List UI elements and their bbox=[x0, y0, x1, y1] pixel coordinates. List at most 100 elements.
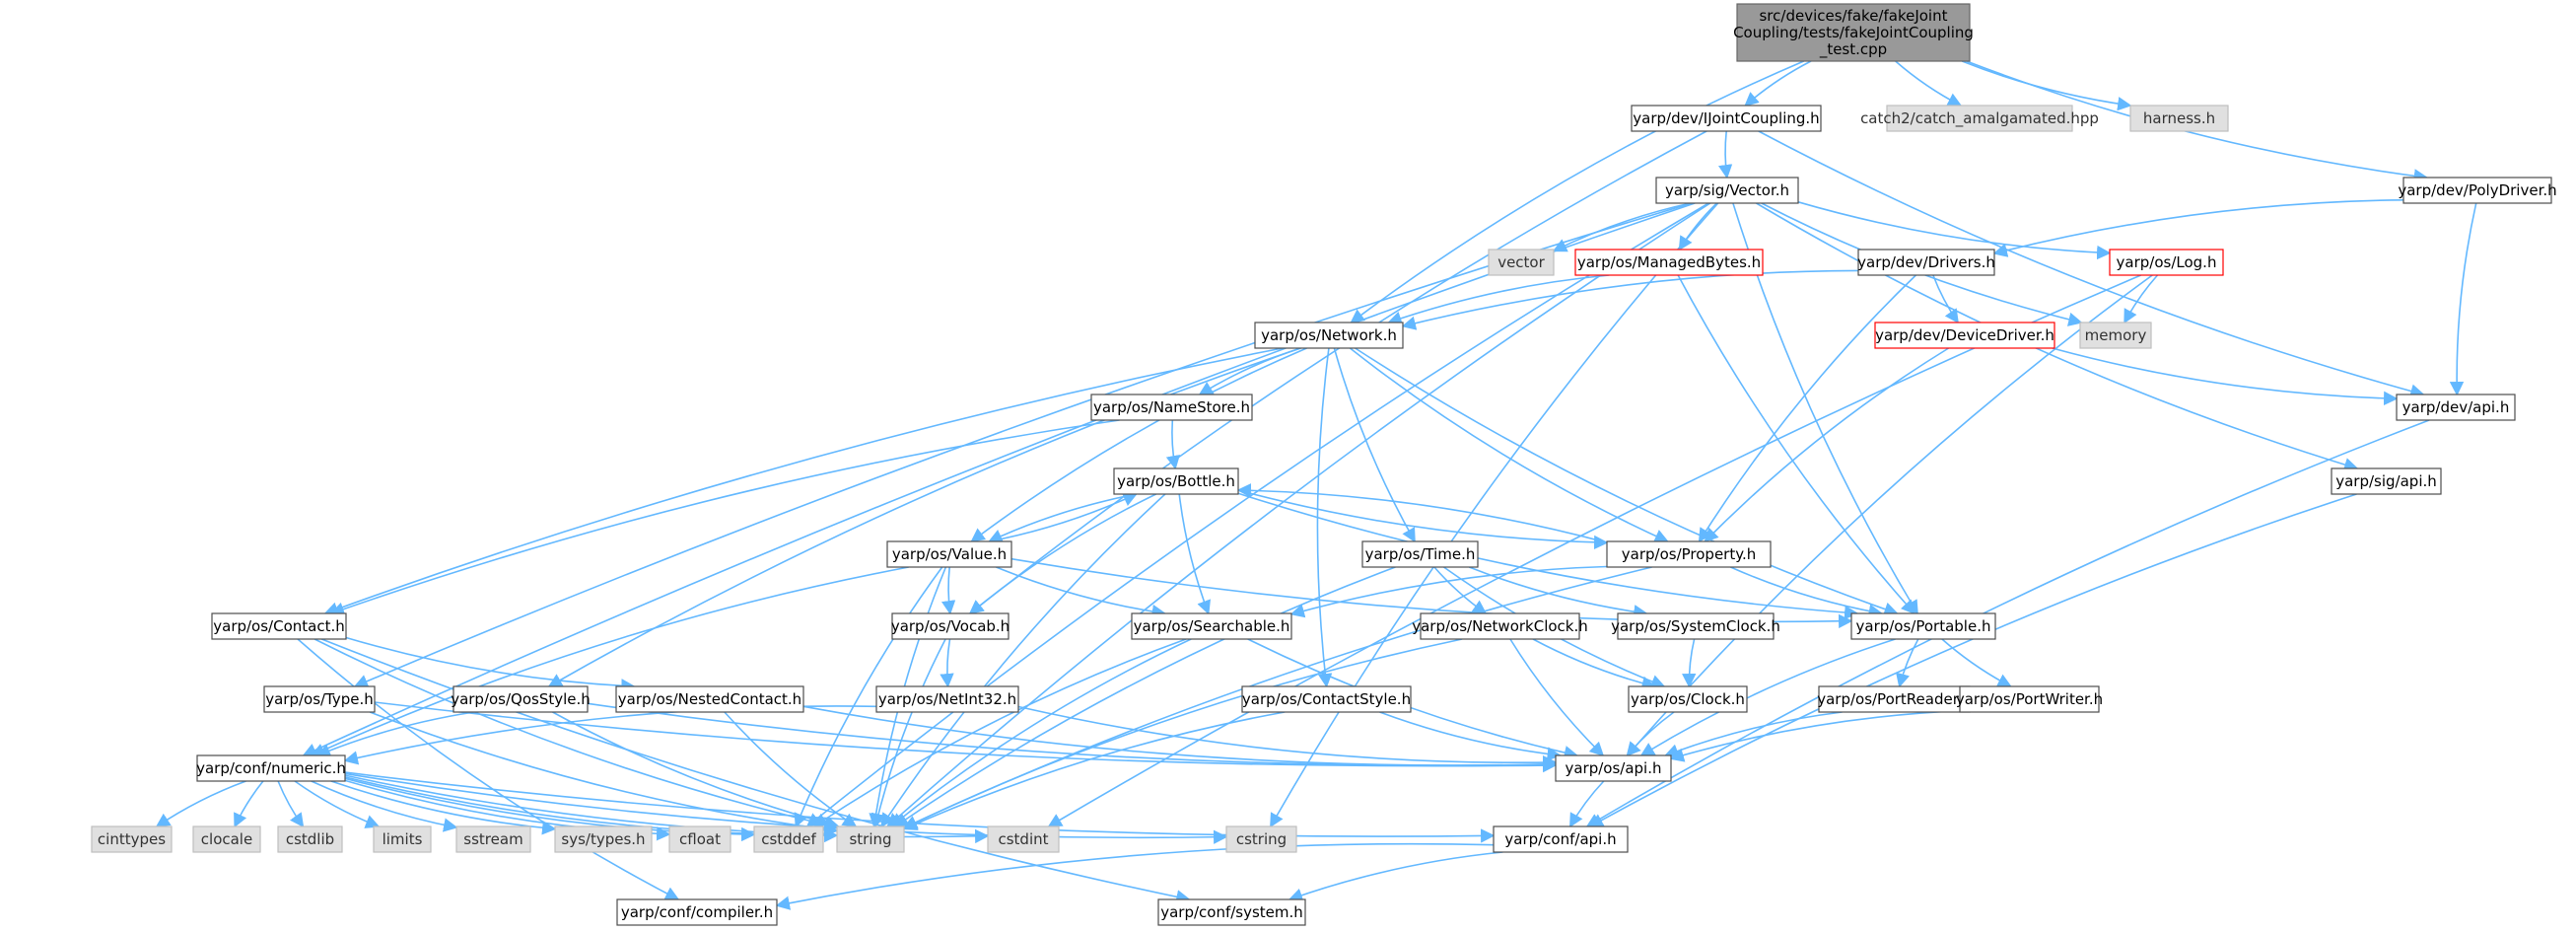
node-cstddef: cstddef bbox=[753, 825, 824, 853]
edge-value-to-vocab bbox=[940, 566, 956, 615]
node-box bbox=[1631, 105, 1822, 132]
node-osapi[interactable]: yarp/os/api.h bbox=[1555, 754, 1672, 782]
edge-contactstyle-to-osapi bbox=[1379, 711, 1562, 761]
node-confapi[interactable]: yarp/conf/api.h bbox=[1493, 825, 1629, 853]
node-polydriver[interactable]: yarp/dev/PolyDriver.h bbox=[2398, 177, 2557, 204]
node-label: sys/types.h bbox=[561, 830, 645, 848]
node-label: yarp/conf/compiler.h bbox=[621, 903, 773, 921]
edge-network-to-time bbox=[1333, 347, 1416, 543]
node-box bbox=[1818, 685, 1971, 713]
edge-numeric-to-clocale bbox=[234, 780, 264, 828]
edge-netint32-to-osapi bbox=[1017, 705, 1558, 770]
edge-property-to-bottle bbox=[1236, 483, 1608, 543]
edge-time-to-systemclock bbox=[1469, 566, 1648, 619]
node-harness: harness.h bbox=[2129, 105, 2229, 132]
node-searchable[interactable]: yarp/os/Searchable.h bbox=[1131, 612, 1292, 640]
edge-numeric-to-limits bbox=[294, 780, 381, 828]
node-box bbox=[836, 825, 905, 853]
node-networkclock[interactable]: yarp/os/NetworkClock.h bbox=[1412, 612, 1588, 640]
node-box bbox=[2079, 322, 2152, 349]
node-label: yarp/dev/api.h bbox=[2402, 398, 2510, 416]
node-nestedcontact[interactable]: yarp/os/NestedContact.h bbox=[615, 685, 804, 713]
node-network[interactable]: yarp/os/Network.h bbox=[1254, 322, 1404, 349]
node-box bbox=[668, 825, 731, 853]
node-portreader[interactable]: yarp/os/PortReader.h bbox=[1817, 685, 1972, 713]
node-label: yarp/os/Log.h bbox=[2117, 253, 2217, 271]
node-label: string bbox=[849, 830, 891, 848]
edge-contact-to-nestedcontact bbox=[345, 636, 636, 693]
edge-portable-to-portreader bbox=[1896, 638, 1919, 688]
node-ostype[interactable]: yarp/os/Type.h bbox=[263, 685, 376, 713]
node-contactstyle[interactable]: yarp/os/ContactStyle.h bbox=[1241, 685, 1412, 713]
node-qosstyle[interactable]: yarp/os/QosStyle.h bbox=[451, 685, 591, 713]
edge-managedbytes-to-portable bbox=[1677, 274, 1915, 615]
node-clock[interactable]: yarp/os/Clock.h bbox=[1628, 685, 1748, 713]
node-portwriter[interactable]: yarp/os/PortWriter.h bbox=[1956, 685, 2103, 713]
node-label: yarp/os/api.h bbox=[1565, 759, 1661, 777]
node-devicedriver[interactable]: yarp/dev/DeviceDriver.h bbox=[1874, 322, 2055, 349]
node-clocale: clocale bbox=[192, 825, 261, 853]
node-label: yarp/os/NestedContact.h bbox=[618, 690, 801, 708]
node-box bbox=[753, 825, 824, 853]
node-limits: limits bbox=[373, 825, 432, 853]
node-box bbox=[91, 825, 173, 853]
edge-bottle-to-searchable bbox=[1178, 493, 1211, 615]
edge-network-to-property bbox=[1349, 347, 1669, 543]
node-contact[interactable]: yarp/os/Contact.h bbox=[211, 612, 347, 640]
node-box bbox=[373, 825, 432, 853]
node-cinttypes: cinttypes bbox=[91, 825, 173, 853]
node-devapi[interactable]: yarp/dev/api.h bbox=[2396, 394, 2516, 421]
node-namestore[interactable]: yarp/os/NameStore.h bbox=[1090, 394, 1253, 421]
node-cfloat: cfloat bbox=[668, 825, 731, 853]
node-portable[interactable]: yarp/os/Portable.h bbox=[1850, 612, 1996, 640]
edge-portable-to-portwriter bbox=[1941, 638, 2012, 687]
edge-bottle-to-vocab bbox=[969, 493, 1157, 614]
node-managedbytes[interactable]: yarp/os/ManagedBytes.h bbox=[1574, 249, 1764, 276]
node-label: yarp/os/SystemClock.h bbox=[1611, 617, 1780, 635]
edge-drivers-to-devicedriver bbox=[1932, 274, 1959, 324]
node-label: yarp/sig/api.h bbox=[2335, 472, 2437, 490]
node-label: yarp/dev/IJointCoupling.h bbox=[1633, 109, 1819, 127]
node-box bbox=[554, 825, 653, 853]
node-box bbox=[1361, 540, 1479, 568]
node-box bbox=[263, 685, 376, 713]
node-oslog[interactable]: yarp/os/Log.h bbox=[2109, 249, 2224, 276]
node-label: yarp/os/Contact.h bbox=[213, 617, 345, 635]
node-label: yarp/dev/PolyDriver.h bbox=[2398, 181, 2556, 199]
edge-time-to-string bbox=[893, 566, 1396, 827]
node-label: cstdint bbox=[998, 830, 1048, 848]
edge-confapi-to-system bbox=[1288, 851, 1503, 902]
node-box bbox=[1857, 249, 1995, 276]
node-ijointcoupling[interactable]: yarp/dev/IJointCoupling.h bbox=[1631, 105, 1822, 132]
node-sigvector[interactable]: yarp/sig/Vector.h bbox=[1655, 177, 1799, 204]
edge-networkclock-to-string bbox=[902, 638, 1463, 829]
edge-network-to-value bbox=[970, 347, 1307, 542]
node-cstdint: cstdint bbox=[987, 825, 1060, 853]
node-root[interactable]: src/devices/fake/fakeJointCoupling/tests… bbox=[1733, 3, 1974, 62]
node-numeric[interactable]: yarp/conf/numeric.h bbox=[196, 754, 346, 782]
node-label: cinttypes bbox=[98, 830, 166, 848]
node-drivers[interactable]: yarp/dev/Drivers.h bbox=[1857, 249, 1995, 276]
node-value[interactable]: yarp/os/Value.h bbox=[886, 540, 1012, 568]
edge-bottle-to-value bbox=[988, 493, 1137, 543]
node-box bbox=[891, 612, 1010, 640]
node-vocab[interactable]: yarp/os/Vocab.h bbox=[891, 612, 1010, 640]
node-box bbox=[1886, 105, 2073, 132]
node-label: yarp/sig/Vector.h bbox=[1665, 181, 1789, 199]
node-label: vector bbox=[1497, 253, 1545, 271]
edge-managedbytes-to-network bbox=[1387, 274, 1610, 325]
node-property[interactable]: yarp/os/Property.h bbox=[1606, 540, 1772, 568]
node-systemclock[interactable]: yarp/os/SystemClock.h bbox=[1611, 612, 1780, 640]
node-box bbox=[2402, 177, 2552, 204]
node-label: cstdlib bbox=[286, 830, 334, 848]
node-netint32[interactable]: yarp/os/NetInt32.h bbox=[875, 685, 1019, 713]
node-system[interactable]: yarp/conf/system.h bbox=[1157, 898, 1306, 926]
node-box bbox=[455, 825, 531, 853]
node-label: yarp/os/NetworkClock.h bbox=[1412, 617, 1588, 635]
node-bottle[interactable]: yarp/os/Bottle.h bbox=[1113, 467, 1239, 495]
node-box bbox=[1736, 3, 1971, 62]
node-compiler[interactable]: yarp/conf/compiler.h bbox=[616, 898, 778, 926]
node-sigapi[interactable]: yarp/sig/api.h bbox=[2331, 467, 2442, 495]
node-time[interactable]: yarp/os/Time.h bbox=[1361, 540, 1479, 568]
node-label: yarp/os/NetInt32.h bbox=[878, 690, 1016, 708]
